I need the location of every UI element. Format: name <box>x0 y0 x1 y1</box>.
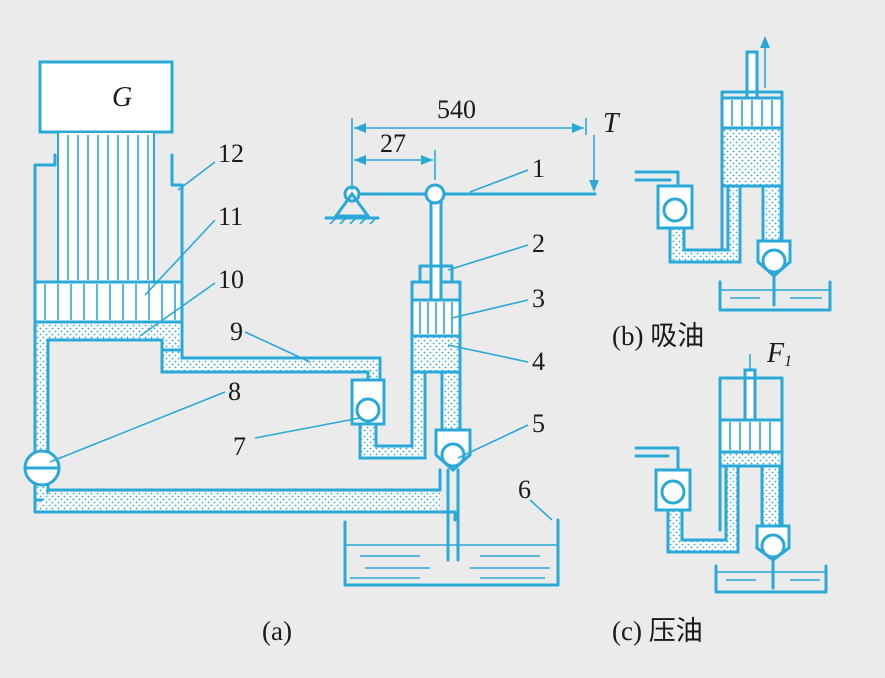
small-piston-lines <box>419 302 453 334</box>
part-label-11: 11 <box>218 202 243 231</box>
rod-guide <box>418 264 454 284</box>
part-label-12: 12 <box>218 139 244 168</box>
force-label: T <box>603 108 621 139</box>
oil-tank-6 <box>343 518 560 587</box>
lever-pin <box>424 183 446 205</box>
small-chamber-oil-4 <box>410 334 462 374</box>
leader-lines <box>49 161 553 521</box>
check-valve-5 <box>434 428 472 473</box>
part-label-10: 10 <box>218 265 244 294</box>
load-box <box>38 60 174 134</box>
large-piston-rod <box>57 131 155 283</box>
caption-c: (c) 压油 <box>612 616 703 646</box>
part-label-9: 9 <box>230 317 243 346</box>
pipe-9 <box>160 348 382 382</box>
dimension-short: 27 <box>380 129 406 158</box>
force-arrowhead <box>589 180 599 192</box>
part-label-6: 6 <box>518 475 531 504</box>
dimension-total: 540 <box>437 95 476 124</box>
caption-b: (b) 吸油 <box>612 321 704 351</box>
part-label-2: 2 <box>532 229 545 258</box>
caption-a: (a) <box>262 616 292 646</box>
part-label-5: 5 <box>532 409 545 438</box>
return-pipe-oil <box>36 492 440 510</box>
diagram-b <box>634 36 832 312</box>
lower-small-chamber <box>440 370 462 432</box>
large-chamber-oil <box>33 320 184 457</box>
force-c-label: F1 <box>766 338 792 370</box>
part-label-3: 3 <box>532 284 545 313</box>
dimension-lines <box>351 118 587 190</box>
small-piston-rod-2 <box>429 198 443 302</box>
part-label-7: 7 <box>233 432 246 461</box>
large-cylinder-wall <box>33 153 184 337</box>
load-label: G <box>112 82 132 113</box>
return-pipe <box>33 468 457 522</box>
part-label-4: 4 <box>532 347 545 376</box>
check-valve-7 <box>350 378 386 426</box>
part-label-8: 8 <box>228 377 241 406</box>
part-label-1: 1 <box>532 154 545 183</box>
diagram-c <box>634 354 828 594</box>
valve-8 <box>23 449 61 487</box>
large-piston <box>33 280 184 324</box>
